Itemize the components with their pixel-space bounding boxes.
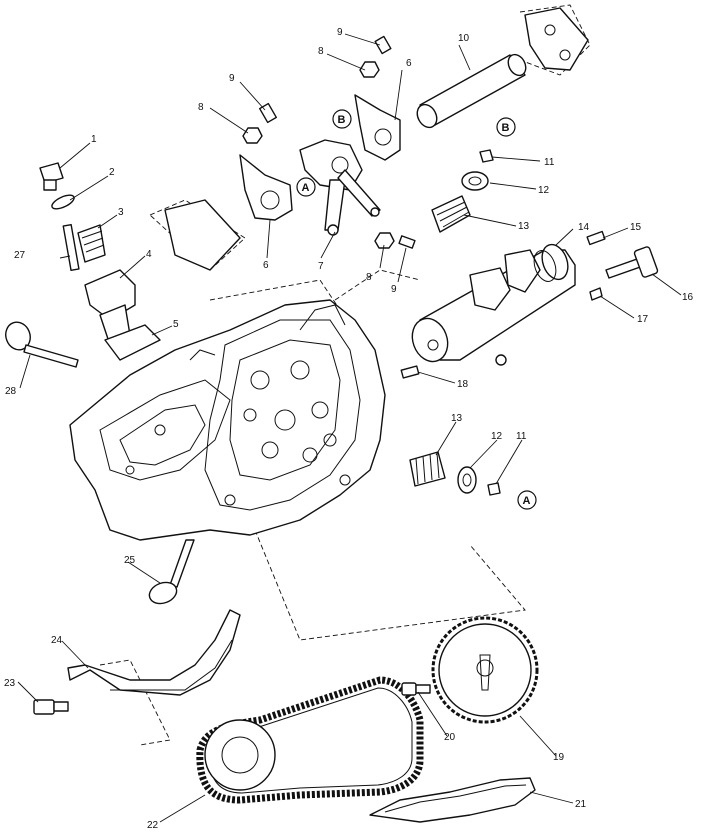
marker-a-circle (296, 177, 316, 197)
rocker-shaft (416, 53, 527, 129)
chain-guide (33, 609, 241, 715)
part-label-28: 28 (5, 386, 17, 397)
tensioner-plunger (586, 230, 659, 301)
part-label-22: 22 (147, 820, 159, 831)
assembly-guide-lines (99, 4, 591, 746)
part-label-12-top: 12 (538, 185, 550, 196)
part-label-18: 18 (457, 379, 469, 390)
part-label-15: 15 (630, 222, 642, 233)
part-label-9-mid: 9 (391, 284, 397, 295)
leader-lines (17, 33, 682, 823)
valve-hardware (242, 35, 501, 496)
part-label-11-bottom: 11 (516, 431, 527, 442)
part-label-11-top: 11 (544, 157, 555, 168)
part-label-9-left: 9 (229, 73, 235, 84)
camshaft (411, 243, 576, 366)
part-label-4: 4 (146, 249, 152, 260)
cylinder-head (69, 299, 386, 541)
part-number-labels: 1 2 3 4 5 6 6 9 7 8 8 8 9 9 10 11 11 12 … (4, 27, 694, 831)
part-label-20: 20 (444, 732, 456, 743)
timing-chain (196, 676, 424, 804)
part-label-23: 23 (4, 678, 16, 689)
marker-a-upper: A (302, 182, 310, 194)
part-label-17: 17 (637, 314, 649, 325)
part-label-5: 5 (173, 319, 179, 330)
marker-b-right: B (502, 122, 510, 134)
part-label-10: 10 (458, 33, 470, 44)
part-label-2: 2 (109, 167, 115, 178)
part-label-7: 7 (318, 261, 324, 272)
part-label-27: 27 (14, 250, 26, 261)
part-label-12-bottom: 12 (491, 431, 503, 442)
part-label-19: 19 (553, 752, 565, 763)
part-label-13-bottom: 13 (451, 413, 463, 424)
part-label-21: 21 (575, 799, 587, 810)
part-label-8-left: 8 (198, 102, 204, 113)
marker-b-left: B (338, 114, 346, 126)
tensioner-blade (369, 777, 536, 823)
part-label-1: 1 (91, 134, 97, 145)
part-label-3: 3 (118, 207, 124, 218)
part-label-24: 24 (51, 635, 63, 646)
marker-b-circle-right (496, 117, 516, 137)
part-label-16: 16 (682, 292, 694, 303)
marker-b-circle (332, 109, 352, 129)
part-label-6-left: 6 (263, 260, 269, 271)
part-label-14: 14 (578, 222, 590, 233)
cover-top-right (524, 7, 589, 71)
part-label-8-mid: 8 (366, 272, 372, 283)
part-label-6-top: 6 (406, 58, 412, 69)
cam-sprocket (401, 616, 539, 724)
reference-markers: A A B B (296, 109, 537, 510)
tensioner-and-valve-parts (5, 162, 241, 368)
marker-a-lower: A (523, 495, 531, 507)
part-label-8-top: 8 (318, 46, 324, 57)
rocker-levers (324, 169, 381, 236)
part-label-25: 25 (124, 555, 136, 566)
part-label-13-top: 13 (518, 221, 530, 232)
valve-25 (148, 539, 195, 605)
part-label-9-top: 9 (337, 27, 343, 38)
marker-a-circle-lower (517, 490, 537, 510)
